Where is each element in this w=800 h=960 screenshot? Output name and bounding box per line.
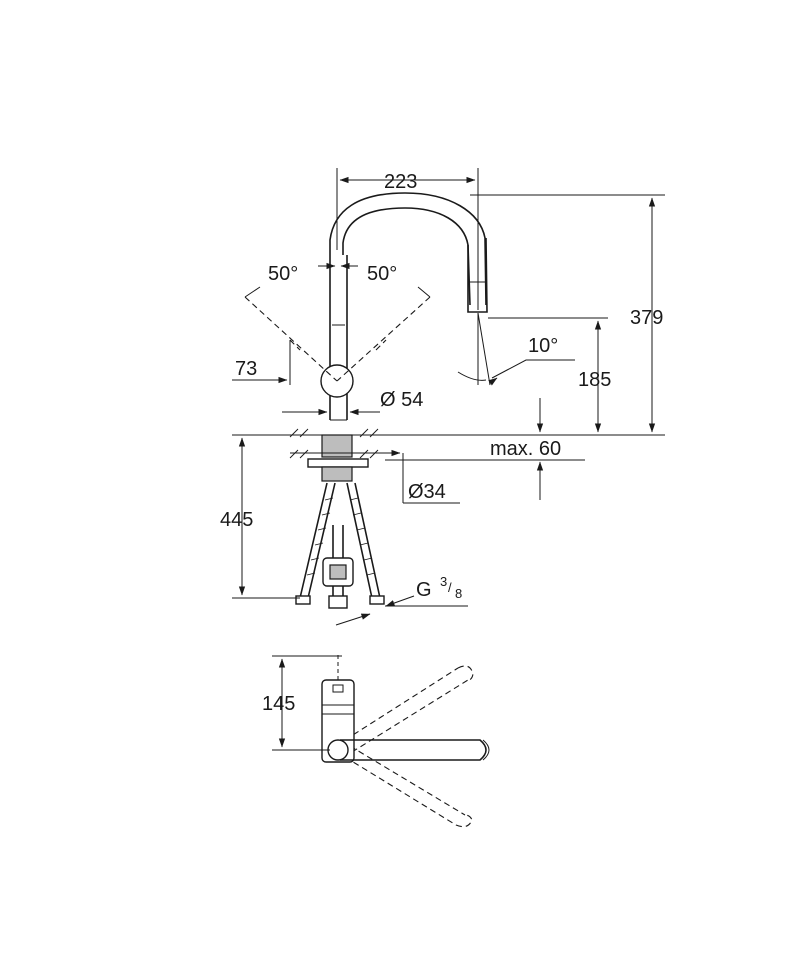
connection-thread-label: G (416, 579, 432, 601)
spray-right (477, 312, 491, 386)
hoses (295, 482, 385, 609)
faucet-top-view (321, 655, 490, 828)
lever-swing-right (336, 296, 431, 382)
hose-left (299, 482, 336, 599)
angle-left-label: 50° (268, 263, 298, 285)
connection-fraction-numerator: 3 (440, 574, 447, 589)
faucet-side-view (244, 192, 491, 421)
connection-fraction-denominator: 8 (455, 586, 462, 601)
counter-thickness-label: max. 60 (490, 438, 561, 460)
top-view-depth-label: 145 (262, 693, 295, 715)
body-diameter-label: Ø 54 (380, 389, 423, 411)
lever-swing-left (244, 296, 338, 382)
spout-top-straight (340, 739, 487, 761)
hole-diameter-label: Ø34 (408, 481, 446, 503)
top-view-dimension (272, 655, 342, 751)
connection-fraction-slash: / (448, 580, 452, 595)
lever-offset-label: 73 (235, 358, 257, 380)
hose-right (346, 482, 381, 599)
spout-swing-down (344, 745, 466, 826)
spout-inner-curve (342, 207, 471, 306)
mounting-plate (307, 458, 369, 468)
spout-height-dimension-label: 185 (578, 369, 611, 391)
dimension-lines (232, 168, 665, 626)
spray-angle-label: 10° (528, 335, 558, 357)
angle-right-label: 50° (367, 263, 397, 285)
spout-outer-curve (329, 192, 487, 306)
counter-mount (232, 428, 665, 482)
shank-top (321, 434, 353, 458)
hose-length-label: 445 (220, 509, 253, 531)
width-dimension-label: 223 (384, 171, 417, 193)
height-dimension-label: 379 (630, 307, 663, 329)
nut (321, 466, 353, 482)
spout-head (467, 237, 488, 313)
